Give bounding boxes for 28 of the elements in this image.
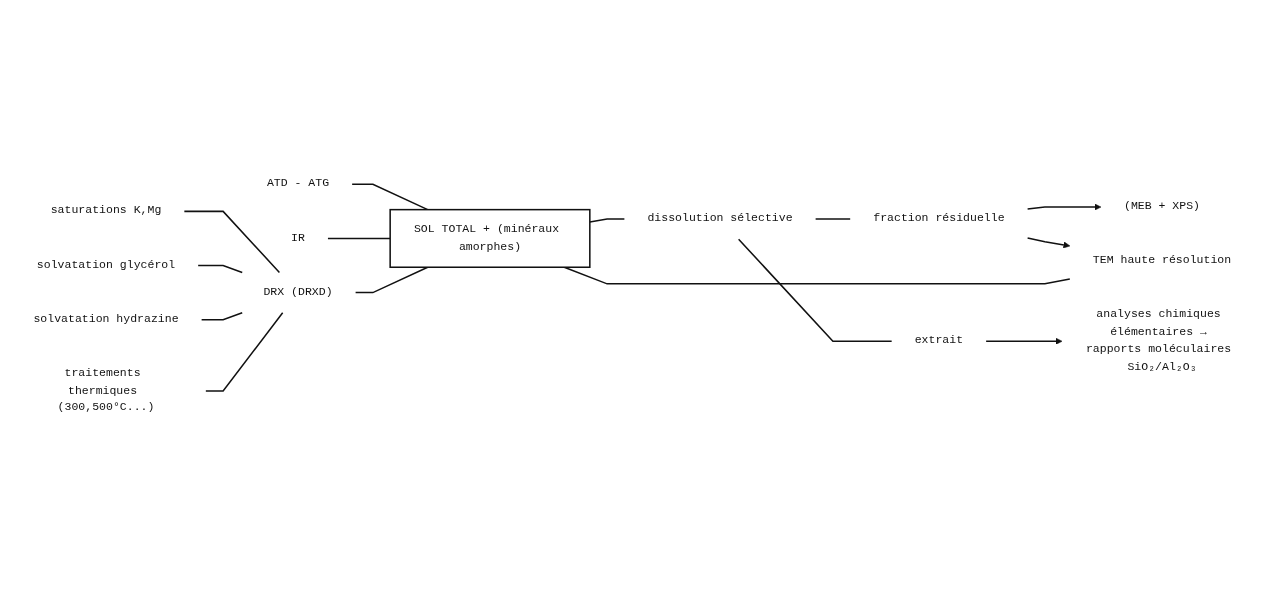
arrow	[1026, 237, 1071, 248]
node-text: analyses chimiques élémentaires → rapports moléculaires SiO₂/Al₂O₃	[1085, 307, 1232, 373]
node-text: saturations K,Mg	[50, 203, 162, 217]
node-text: traitements thermiques (300,500°C...)	[57, 366, 155, 414]
connector	[737, 238, 893, 342]
node-text: (MEB + XPS)	[1123, 199, 1201, 213]
connector	[200, 311, 243, 321]
connector	[354, 266, 429, 294]
node-text: DRX (DRXD)	[263, 285, 333, 299]
node-text: ATD - ATG	[266, 176, 330, 190]
node-text: solvatation glycérol	[36, 258, 176, 272]
connector	[589, 217, 626, 223]
connector	[197, 264, 243, 273]
arrow	[1026, 203, 1102, 211]
arrow	[985, 337, 1063, 345]
node-box: SOL TOTAL + (minéraux amorphes)	[389, 208, 591, 268]
connector	[205, 311, 284, 392]
node-text: extrait	[914, 333, 964, 347]
connector	[563, 266, 1071, 285]
connector	[351, 183, 429, 211]
node-text: dissolution sélective	[647, 211, 793, 225]
connector	[814, 217, 851, 220]
connector	[327, 237, 391, 239]
node-text: TEM haute résolution	[1092, 253, 1232, 267]
node-text: fraction résiduelle	[873, 211, 1005, 225]
node-text: solvatation hydrazine	[33, 312, 179, 326]
connector	[183, 210, 281, 273]
node-text: IR	[291, 231, 305, 245]
